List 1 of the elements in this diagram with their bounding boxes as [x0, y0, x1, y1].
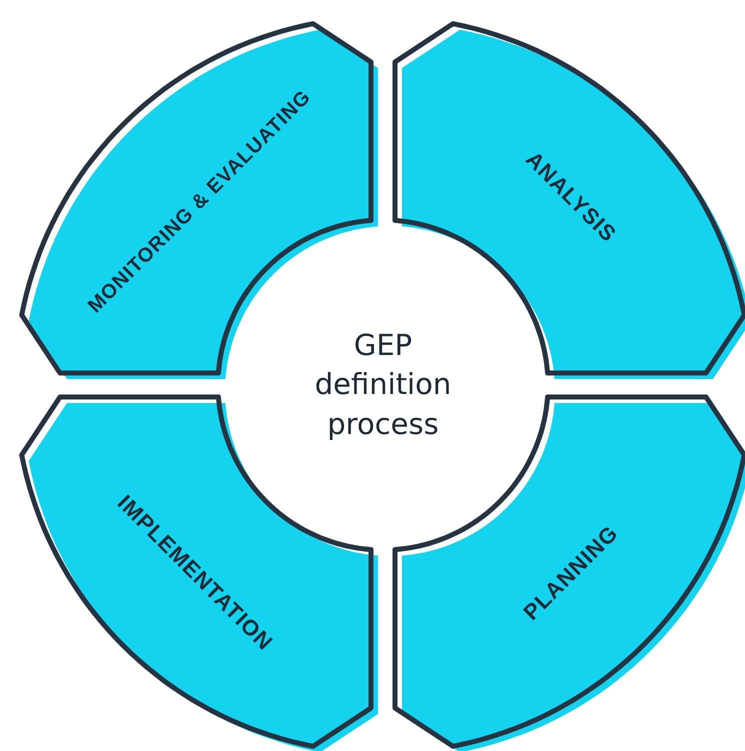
- center-label: GEP definition process: [314, 327, 452, 443]
